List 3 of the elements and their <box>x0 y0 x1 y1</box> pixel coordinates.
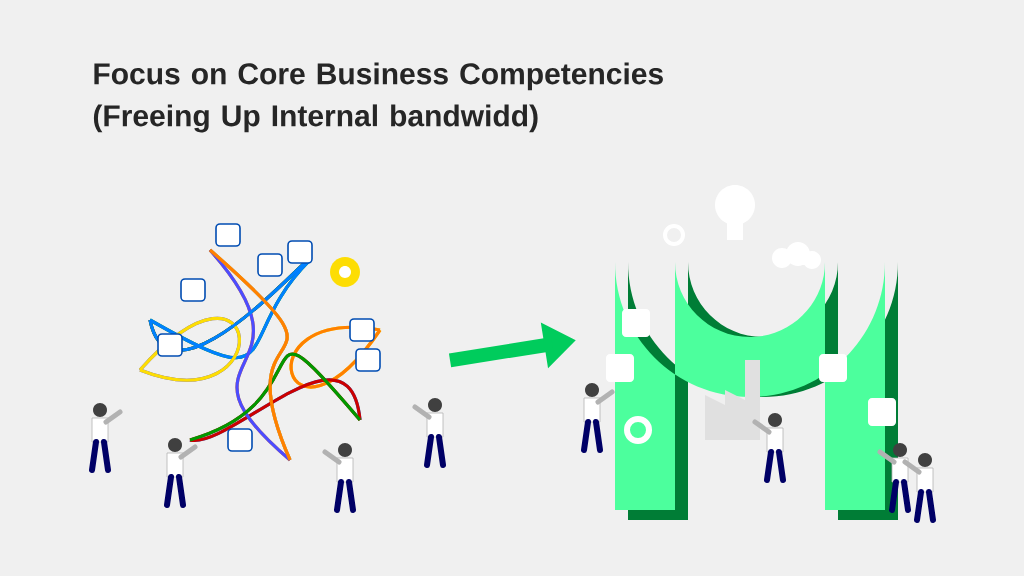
title: Focus on Core Business Competencies (Freeing Up Internal bandwidd) <box>93 62 663 133</box>
tangle-drawing <box>89 223 446 513</box>
arch-drawing <box>581 185 936 523</box>
